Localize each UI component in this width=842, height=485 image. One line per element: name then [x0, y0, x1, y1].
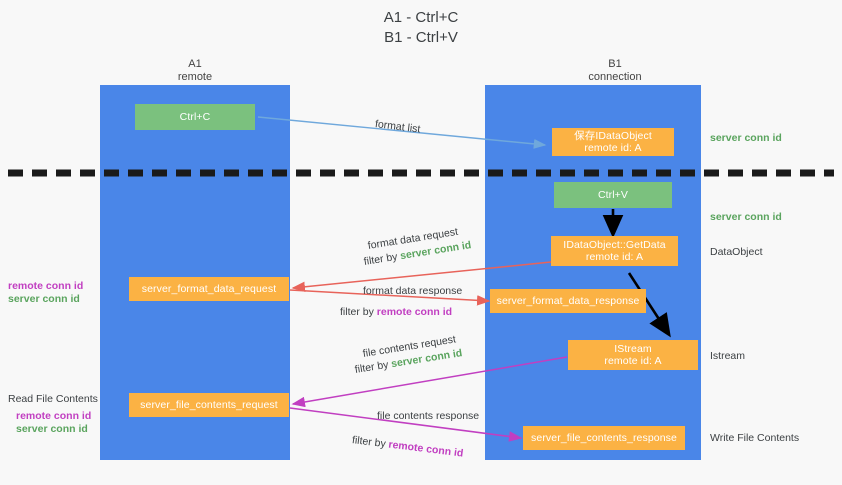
box-server-file-contents-request[interactable]: server_file_contents_request — [129, 393, 289, 417]
box-ctrl-c[interactable]: Ctrl+C — [135, 104, 255, 130]
box-server-format-data-response[interactable]: server_format_data_response — [490, 289, 646, 313]
caption-format-list: format list — [374, 118, 421, 136]
caption-fdres-filter-key: remote conn id — [376, 306, 453, 318]
caption-fcreq-filter-pre: filter by — [353, 358, 393, 376]
title-line-1: A1 - Ctrl+C — [383, 9, 459, 26]
box-ctrl-v-label: Ctrl+V — [597, 189, 629, 201]
caption-fcres-filter-key: remote conn id — [387, 438, 464, 460]
title-line-2: B1 - Ctrl+V — [384, 29, 458, 46]
box-save-idataobject[interactable]: 保存IDataObject remote id: A — [552, 128, 674, 156]
label-remote-conn-id-1: remote conn id — [8, 280, 84, 292]
box-server-file-contents-response-label: server_file_contents_response — [531, 432, 677, 444]
column-b1-role: connection — [588, 71, 642, 83]
column-header-b1: B1 connection — [540, 58, 690, 84]
box-istream-line2: remote id: A — [604, 355, 662, 367]
box-idataobject-getdata[interactable]: IDataObject::GetData remote id: A — [551, 236, 678, 266]
box-server-format-data-response-label: server_format_data_response — [496, 295, 640, 307]
column-header-a1: A1 remote — [120, 58, 270, 84]
box-istream-line1: IStream — [614, 343, 652, 355]
box-save-idataobject-line2: remote id: A — [584, 142, 642, 154]
caption-format-data-response: format data response — [363, 285, 463, 297]
box-ctrl-c-label: Ctrl+C — [179, 111, 211, 123]
box-istream[interactable]: IStream remote id: A — [568, 340, 698, 370]
caption-file-contents-response: file contents response — [377, 410, 480, 422]
caption-file-contents-response-filter: filter by remote conn id — [351, 434, 464, 461]
label-server-conn-id-2: server conn id — [16, 423, 88, 435]
label-dataobject: DataObject — [710, 246, 763, 258]
label-read-file-contents: Read File Contents — [8, 393, 98, 405]
box-idataobject-getdata-line2: remote id: A — [585, 251, 644, 263]
label-server-conn-id-top: server conn id — [710, 132, 782, 144]
caption-fdres-filter-pre: filter by — [340, 306, 377, 318]
column-b1-name: B1 — [608, 58, 622, 70]
label-server-conn-id-mid: server conn id — [710, 211, 782, 223]
box-server-file-contents-response[interactable]: server_file_contents_response — [523, 426, 685, 450]
box-server-format-data-request-label: server_format_data_request — [141, 283, 277, 295]
caption-fcres-filter-pre: filter by — [351, 434, 390, 451]
box-ctrl-v[interactable]: Ctrl+V — [554, 182, 672, 208]
box-save-idataobject-line1: 保存IDataObject — [574, 130, 652, 142]
column-a1-role: remote — [177, 71, 213, 83]
box-idataobject-getdata-line1: IDataObject::GetData — [563, 239, 666, 251]
box-server-format-data-request[interactable]: server_format_data_request — [129, 277, 289, 301]
page-title: A1 - Ctrl+C B1 - Ctrl+V — [0, 8, 842, 48]
label-remote-conn-id-2: remote conn id — [16, 410, 92, 422]
label-write-file-contents: Write File Contents — [710, 432, 800, 444]
box-server-file-contents-request-label: server_file_contents_request — [140, 399, 278, 411]
label-istream: Istream — [710, 350, 746, 362]
label-server-conn-id-1: server conn id — [8, 293, 80, 305]
column-a1-name: A1 — [188, 58, 202, 70]
caption-format-data-response-filter: filter by remote conn id — [340, 306, 452, 319]
